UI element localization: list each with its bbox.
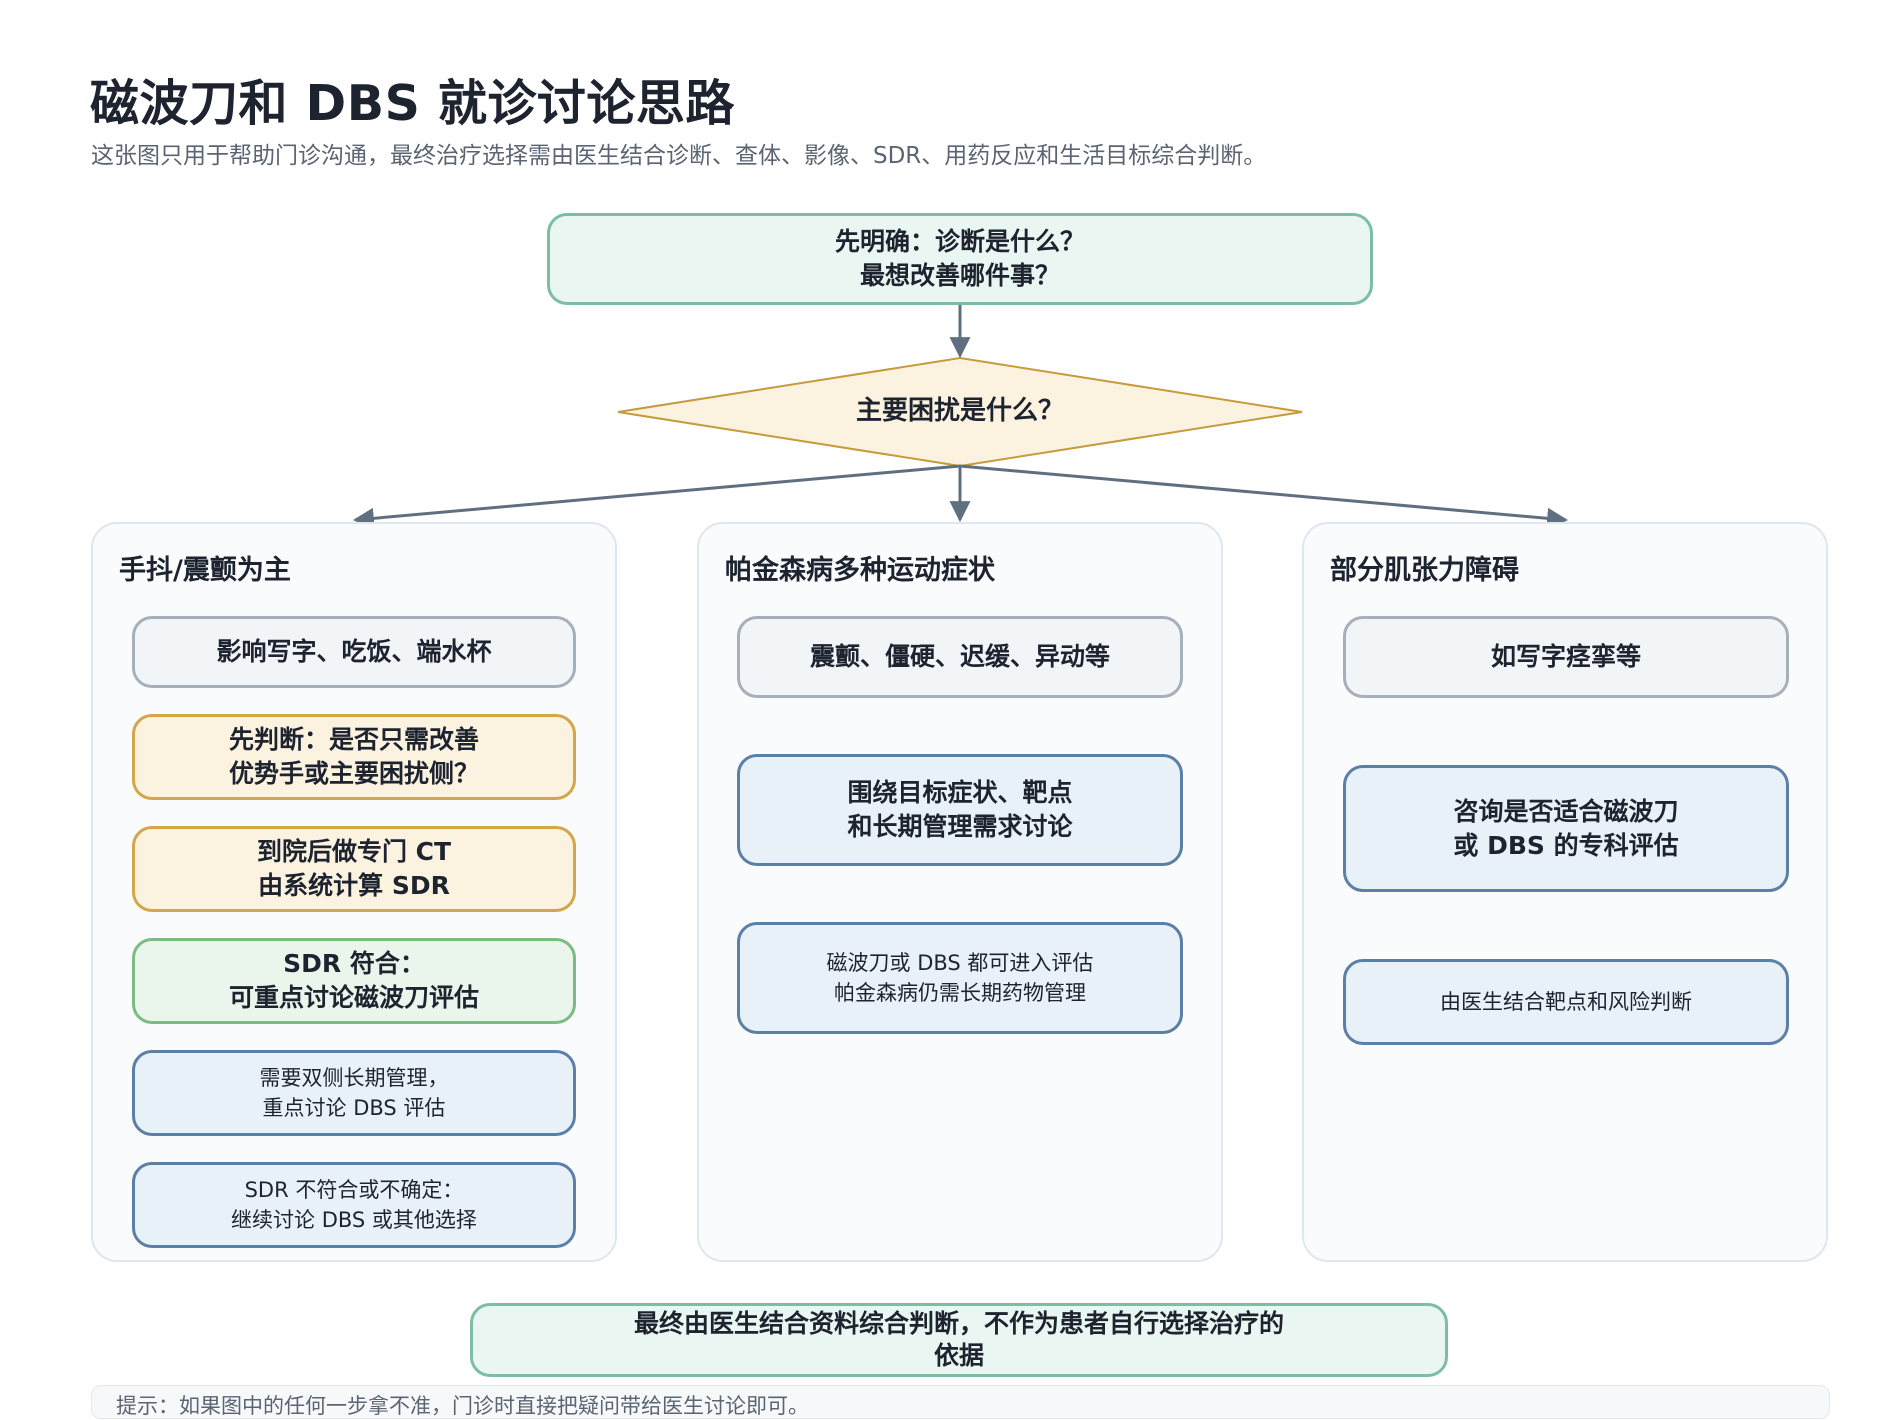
arrow-to-column-1 [352, 464, 961, 529]
page-title: 磁波刀和 DBS 就诊讨论思路 [90, 75, 735, 132]
step-tremor-sdr-ok: SDR 符合： 可重点讨论磁波刀评估 [132, 938, 576, 1024]
column-title-parkinson: 帕金森病多种运动症状 [725, 555, 995, 586]
step-dystonia-doctor-judge: 由医生结合靶点和风险判断 [1343, 959, 1789, 1045]
final-node: 最终由医生结合资料综合判断，不作为患者自行选择治疗的 依据 [470, 1303, 1448, 1377]
footer-note: 提示：如果图中的任何一步拿不准，门诊时直接把疑问带给医生讨论即可。 [91, 1385, 1830, 1419]
step-parkinson-evaluation: 磁波刀或 DBS 都可进入评估 帕金森病仍需长期药物管理 [737, 922, 1183, 1034]
column-title-tremor: 手抖/震颤为主 [119, 555, 291, 586]
step-tremor-judge-side: 先判断：是否只需改善 优势手或主要困扰侧？ [132, 714, 576, 800]
step-dystonia-consult: 咨询是否适合磁波刀 或 DBS 的专科评估 [1343, 765, 1789, 892]
step-tremor-ct-sdr: 到院后做专门 CT 由系统计算 SDR [132, 826, 576, 912]
start-node: 先明确：诊断是什么？ 最想改善哪件事？ [547, 213, 1373, 305]
step-tremor-bilateral-dbs: 需要双侧长期管理， 重点讨论 DBS 评估 [132, 1050, 576, 1136]
decision-node-label: 主要困扰是什么？ [855, 396, 1064, 426]
step-tremor-sdr-not-ok: SDR 不符合或不确定： 继续讨论 DBS 或其他选择 [132, 1162, 576, 1248]
step-dystonia-example: 如写字痉挛等 [1343, 616, 1789, 698]
step-tremor-impact: 影响写字、吃饭、端水杯 [132, 616, 576, 688]
page-subtitle: 这张图只用于帮助门诊沟通，最终治疗选择需由医生结合诊断、查体、影像、SDR、用药… [91, 143, 1267, 169]
step-parkinson-symptoms: 震颤、僵硬、迟缓、异动等 [737, 616, 1183, 698]
column-title-dystonia: 部分肌张力障碍 [1330, 555, 1519, 586]
step-parkinson-target-discussion: 围绕目标症状、靶点 和长期管理需求讨论 [737, 754, 1183, 866]
arrow-to-column-3 [959, 464, 1569, 529]
